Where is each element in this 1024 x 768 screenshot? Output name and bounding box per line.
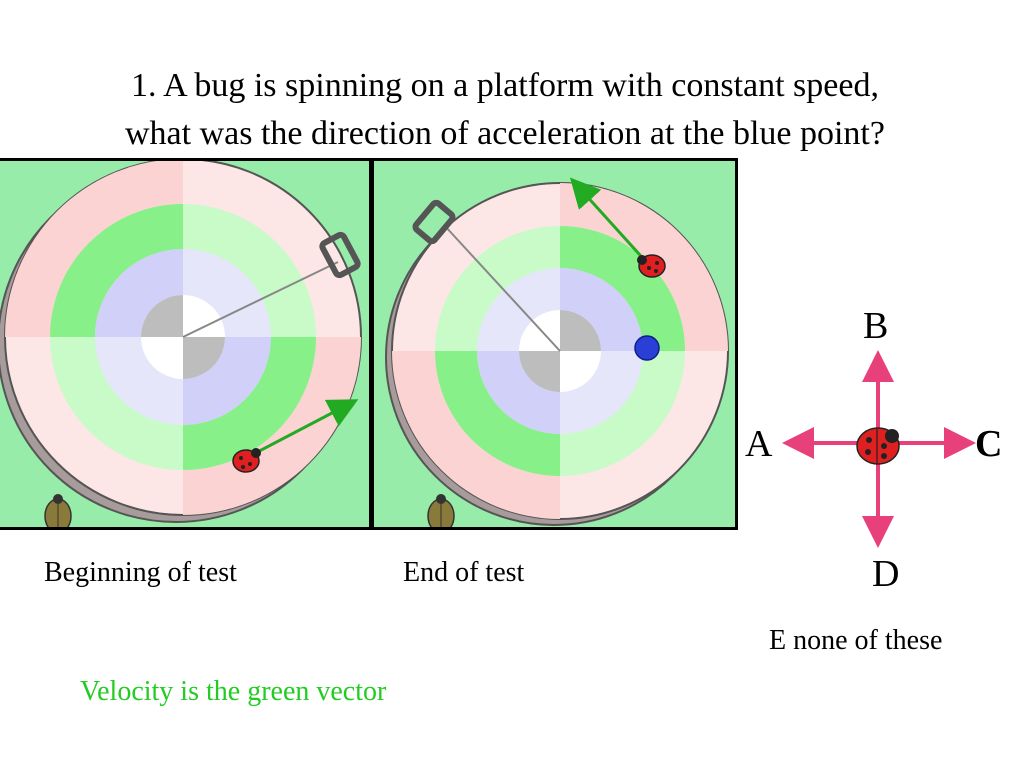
platform-panel-beginning	[0, 158, 372, 530]
velocity-note: Velocity is the green vector	[80, 676, 387, 707]
velocity-vector	[569, 177, 651, 267]
choice-d[interactable]: D	[872, 553, 900, 595]
question-line-2: what was the direction of acceleration a…	[125, 115, 885, 152]
ladybug-icon	[232, 448, 261, 473]
question-title: 1. A bug is spinning on a platform with …	[0, 62, 1010, 158]
platform-diagram-end	[385, 177, 729, 527]
direction-arrows	[782, 350, 976, 548]
blue-point	[634, 335, 660, 361]
velocity-vector	[247, 399, 359, 459]
platform-panel-end	[371, 158, 738, 530]
platform-handle	[319, 231, 361, 279]
caption-beginning: Beginning of test	[44, 557, 237, 588]
beetle-icon	[44, 494, 72, 527]
platform-disc	[385, 182, 729, 526]
caption-end: End of test	[403, 557, 525, 588]
platform-diagram-beginning	[0, 161, 362, 527]
choice-c[interactable]: C	[975, 423, 1003, 465]
platform-disc	[0, 161, 362, 523]
beetle-icon	[427, 494, 455, 527]
ladybug-icon	[856, 427, 900, 465]
question-line-1: 1. A bug is spinning on a platform with …	[131, 67, 879, 104]
ladybug-icon	[637, 254, 666, 278]
choice-a[interactable]: A	[745, 423, 773, 465]
choice-e-none[interactable]: E none of these	[769, 625, 943, 656]
platform-handle	[412, 199, 456, 245]
choice-b[interactable]: B	[863, 305, 889, 347]
